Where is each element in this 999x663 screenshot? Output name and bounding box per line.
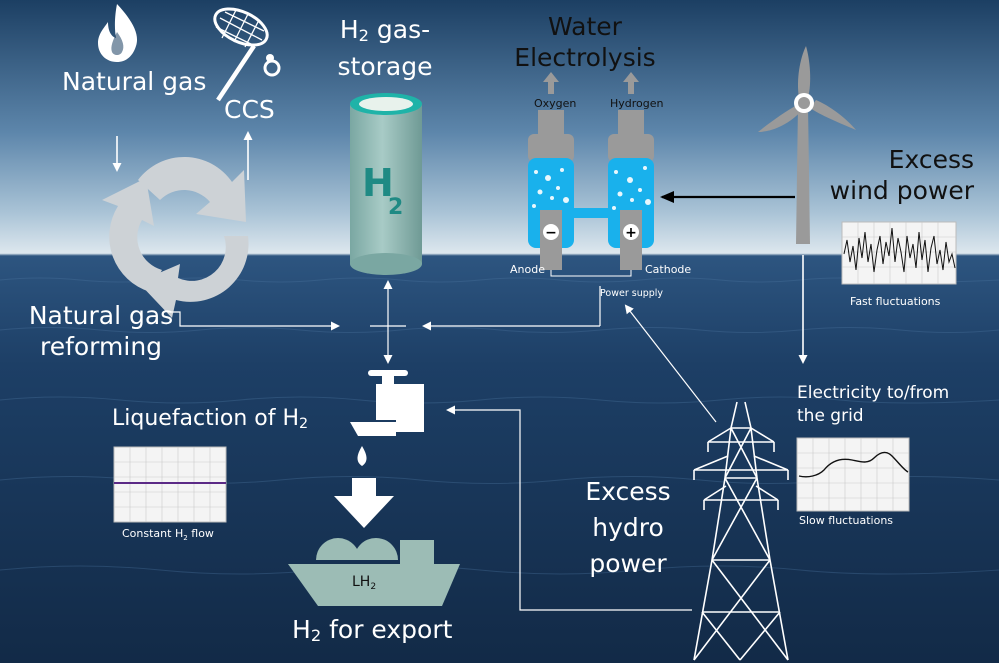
cathode-label: Cathode [645,263,692,276]
capture-net-icon [213,7,281,102]
export-label: H2 for export [292,615,453,645]
excess-wind-label: Excess wind power [829,145,974,205]
flame-icon [98,4,138,62]
ship-icon [288,538,460,606]
wind-turbine-icon [758,46,856,244]
cathode-plus-sign: + [625,225,637,241]
storage-label: H2 gas-storage [337,15,433,81]
pylon-icon [693,401,789,661]
slow-fluctuation-chart [796,437,910,512]
hydrogen-label: Hydrogen [610,97,664,110]
natural-gas-reforming-label: Natural gas reforming [28,301,174,361]
liquefaction-label: Liquefaction of H2 [112,406,309,432]
grid-label: Electricity to/from the grid [797,383,950,426]
pipework-lines [168,280,717,611]
fast-fluctuation-chart [841,221,957,285]
recycle-arrows-icon [102,156,249,318]
fast-fluctuations-label: Fast fluctuations [850,295,941,308]
power-supply-label: Power supply [600,288,664,299]
excess-hydro-label: Excess hydro power [585,477,671,578]
anode-label: Anode [510,263,545,276]
lh2-label: LH2 [352,574,377,592]
slow-fluctuations-label: Slow fluctuations [799,514,894,527]
ccs-label: CCS [224,95,275,124]
power-supply-wire [550,270,632,277]
electrolysis-cells [528,110,654,270]
tank-sub-label: 2 [388,195,403,220]
tap-icon [350,370,424,466]
natural-gas-label: Natural gas [62,67,207,96]
h2-storage-tank [350,93,422,275]
anode-minus-sign: − [545,225,557,241]
tank-h-label: H [362,161,394,205]
oxygen-label: Oxygen [534,97,577,110]
gas-out-arrows [543,72,639,94]
electrolysis-title: Water Electrolysis [514,12,656,72]
constant-flow-label: Constant H2 flow [122,527,214,542]
down-arrow-icon [334,478,394,528]
constant-flow-chart [113,446,227,523]
